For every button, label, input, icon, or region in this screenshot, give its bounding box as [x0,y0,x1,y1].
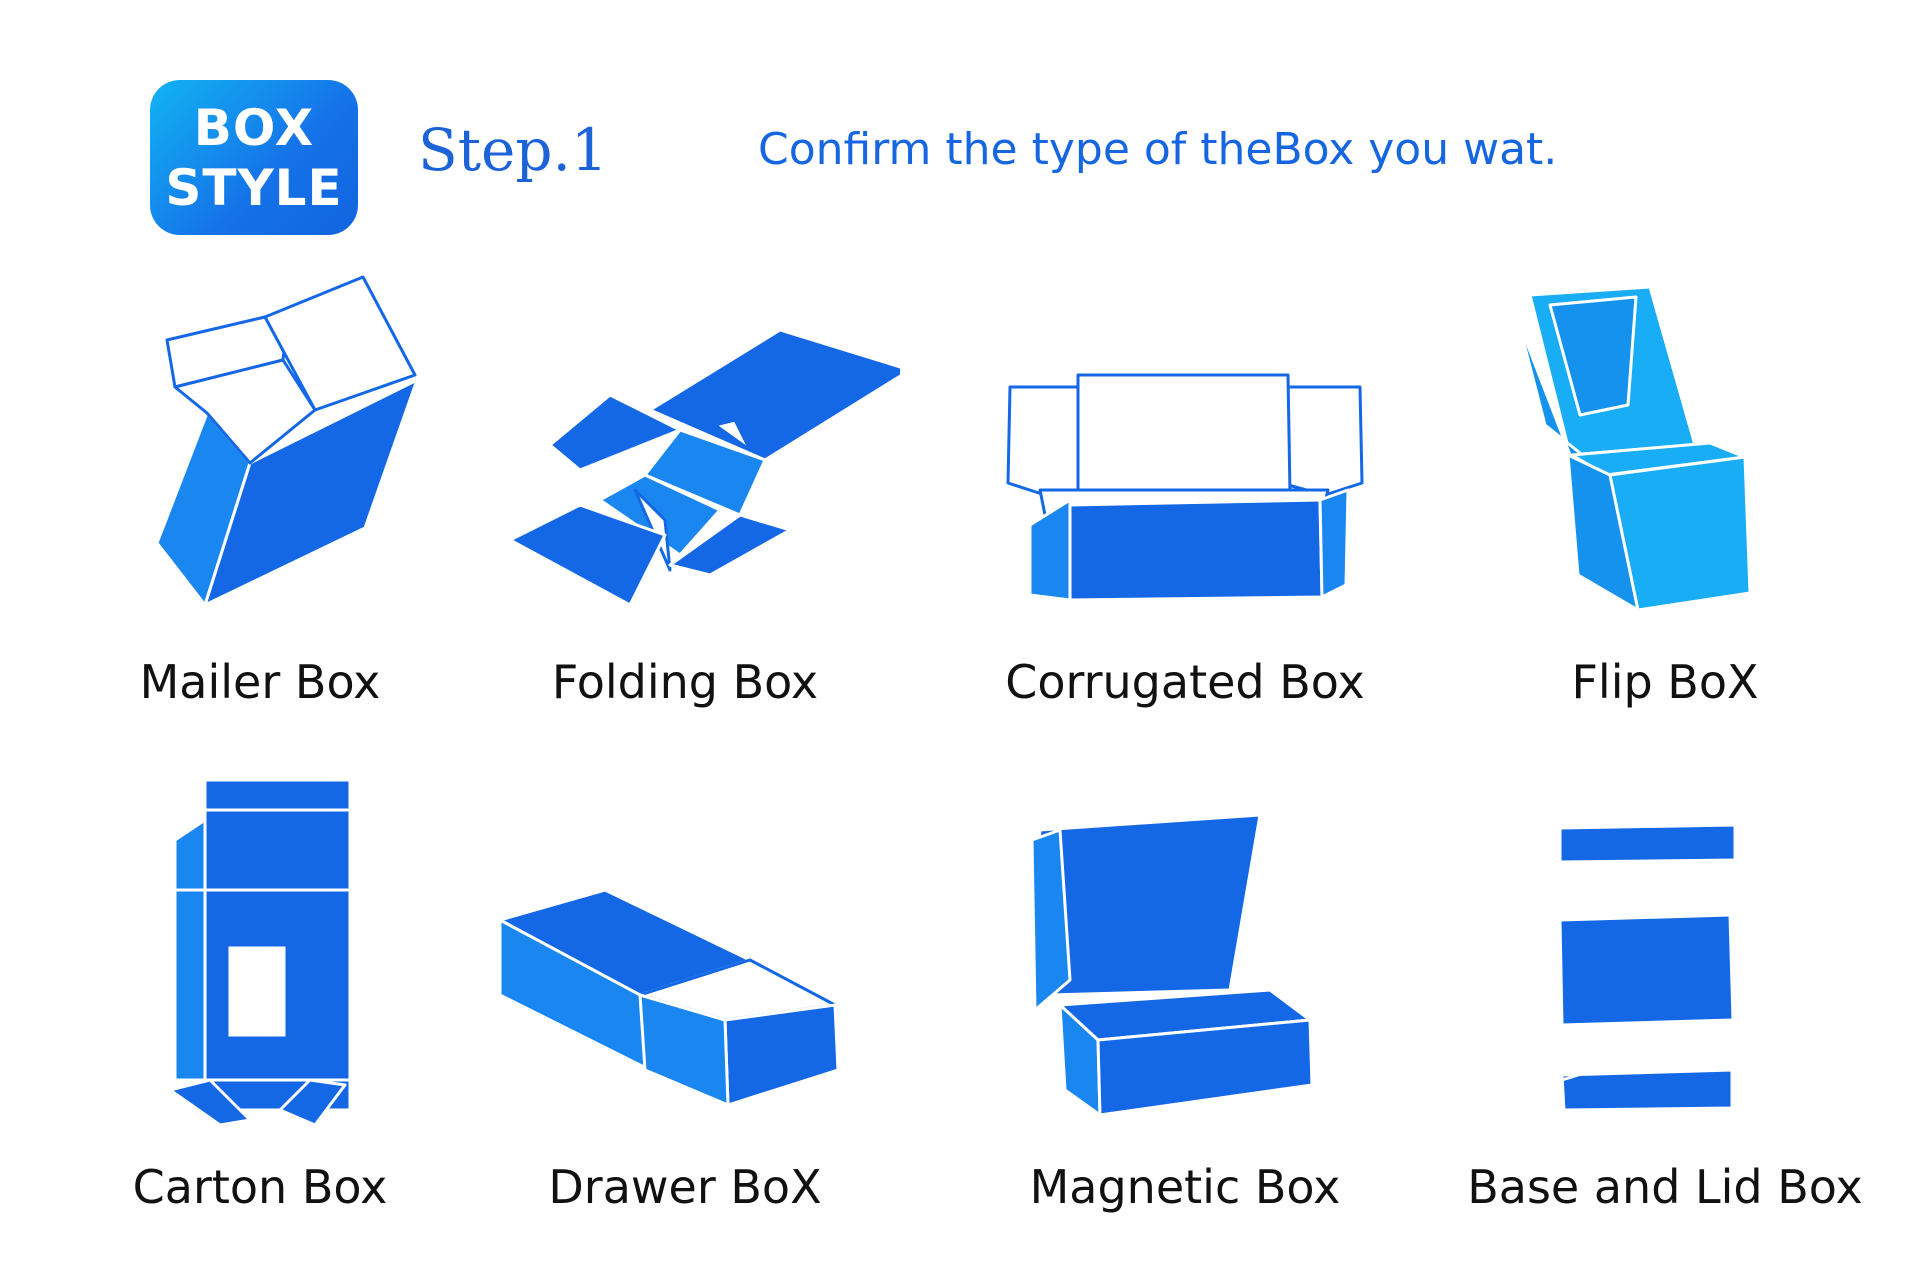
box-card-flip: Flip BoX [1450,275,1880,709]
magnetic-box-icon [1030,813,1314,1117]
box-card-carton: Carton Box [45,780,475,1214]
box-label: Corrugated Box [1005,655,1365,709]
box-card-folding: Folding Box [470,275,900,709]
box-label: Carton Box [132,1160,388,1214]
box-card-base-and-lid: Base and Lid Box [1450,780,1880,1214]
box-label: Magnetic Box [1029,1160,1341,1214]
box-card-mailer: Mailer Box [45,275,475,709]
step-title: Step.1 [418,116,608,184]
badge-line-1: BOX [193,98,315,157]
box-label: Drawer BoX [548,1160,822,1214]
box-card-magnetic: Magnetic Box [970,780,1400,1214]
mailer-box-icon [155,275,419,607]
corrugated-box-icon [1006,373,1364,602]
base-and-lid-box-icon [1558,823,1737,1112]
box-label: Base and Lid Box [1467,1160,1863,1214]
badge-line-2: STYLE [165,158,343,217]
carton-box-icon [168,780,352,1127]
tagline: Confirm the type of theBox you wat. [758,124,1558,175]
box-label: Flip BoX [1571,655,1759,709]
box-card-drawer: Drawer BoX [470,780,900,1214]
box-card-corrugated: Corrugated Box [970,275,1400,709]
box-style-badge: BOX STYLE [150,80,358,235]
box-label: Mailer Box [139,655,381,709]
drawer-box-icon [498,888,840,1107]
folding-box-icon [508,328,900,607]
box-label: Folding Box [551,655,819,709]
flip-box-icon [1516,285,1752,612]
